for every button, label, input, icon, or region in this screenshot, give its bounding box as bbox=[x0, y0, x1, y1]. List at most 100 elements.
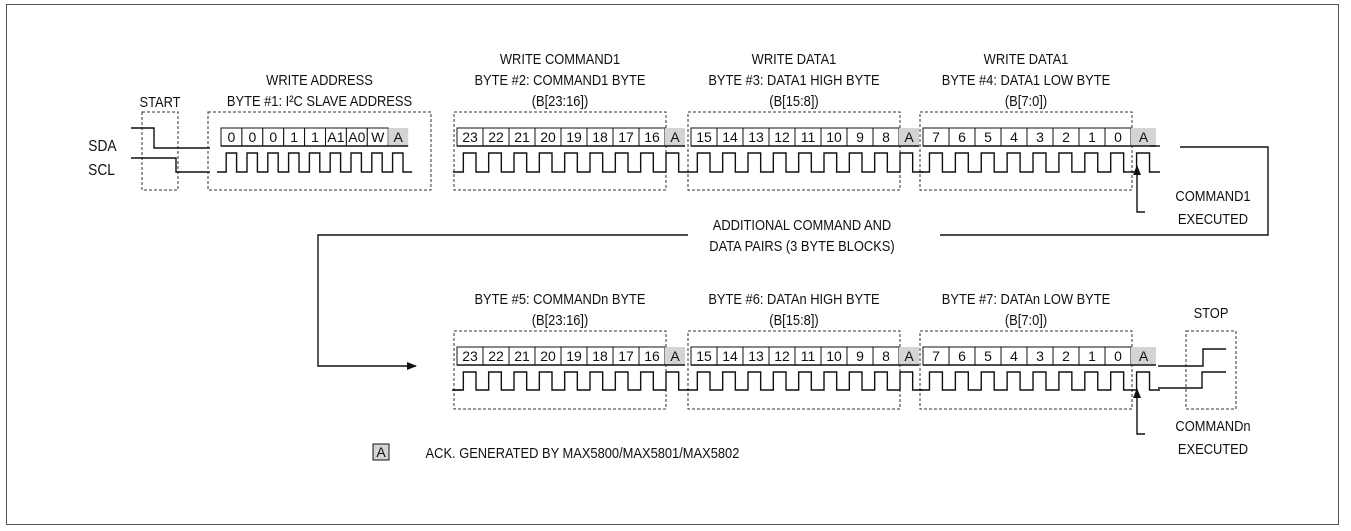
ack-cell bbox=[665, 347, 685, 365]
start-label: START bbox=[140, 93, 181, 110]
ack-cell bbox=[388, 128, 409, 146]
byte-box bbox=[919, 330, 1133, 410]
ack-label: A bbox=[670, 129, 680, 145]
scl-waveform bbox=[919, 371, 1160, 391]
bit-label: 17 bbox=[618, 348, 634, 364]
scl-waveform bbox=[687, 152, 923, 173]
byte-title-line: BYTE #6: DATAn HIGH BYTE bbox=[708, 290, 879, 307]
bit-label: 20 bbox=[540, 348, 556, 364]
scl-waveform bbox=[453, 371, 689, 391]
byte-title-line: WRITE ADDRESS bbox=[266, 71, 373, 88]
bit-label: A1 bbox=[327, 129, 344, 145]
bit-label: 12 bbox=[774, 348, 790, 364]
bit-label: 5 bbox=[984, 348, 992, 364]
byte-title-line: (B[7:0]) bbox=[1005, 92, 1047, 109]
bit-label: 18 bbox=[592, 129, 608, 145]
command1-executed-marker: COMMAND1 EXECUTED bbox=[1133, 165, 1251, 227]
continuation-line2: DATA PAIRS (3 BYTE BLOCKS) bbox=[709, 237, 894, 254]
bit-label: A0 bbox=[348, 129, 365, 145]
diagram-frame bbox=[6, 4, 1339, 525]
bit-label: 11 bbox=[801, 129, 816, 145]
bit-label: 15 bbox=[696, 348, 712, 364]
byte-title-line: BYTE #7: DATAn LOW BYTE bbox=[942, 290, 1110, 307]
bit-label: 17 bbox=[618, 129, 634, 145]
bit-label: 4 bbox=[1010, 129, 1018, 145]
bit-label: 14 bbox=[722, 348, 738, 364]
bit-label: 9 bbox=[856, 348, 864, 364]
legend-symbol: A bbox=[376, 444, 386, 460]
bit-label: 0 bbox=[228, 129, 236, 145]
byte-box bbox=[687, 111, 901, 191]
bit-label: 5 bbox=[984, 129, 992, 145]
sda-label: SDA bbox=[88, 137, 116, 155]
bit-label: 8 bbox=[882, 129, 890, 145]
bit-label: 1 bbox=[1088, 348, 1096, 364]
row2-byte-2: BYTE #6: DATAn HIGH BYTE (B[15:8]) 15 14 13 1… bbox=[687, 290, 923, 410]
bit-label: 1 bbox=[311, 129, 319, 145]
continuation-line1: ADDITIONAL COMMAND AND bbox=[713, 216, 891, 233]
bit-label: 22 bbox=[488, 129, 504, 145]
byte-box bbox=[919, 111, 1133, 191]
stop-condition: STOP bbox=[1158, 304, 1237, 410]
ack-label: A bbox=[904, 348, 914, 364]
bit-label: 0 bbox=[269, 129, 277, 145]
bit-label: 0 bbox=[248, 129, 256, 145]
bit-label: 20 bbox=[540, 129, 556, 145]
byte-title-line: BYTE #3: DATA1 HIGH BYTE bbox=[708, 71, 879, 88]
bit-label: 8 bbox=[882, 348, 890, 364]
byte-title-line: (B[7:0]) bbox=[1005, 311, 1047, 328]
bit-label: 3 bbox=[1036, 348, 1044, 364]
command1-executed-line1: COMMAND1 bbox=[1175, 187, 1250, 204]
byte-title-line: (B[23:16]) bbox=[532, 311, 589, 328]
commandn-executed-marker: COMMANDn EXECUTED bbox=[1133, 388, 1251, 457]
byte-title-line: WRITE COMMAND1 bbox=[500, 50, 620, 67]
byte-box bbox=[207, 111, 432, 191]
bit-label: 6 bbox=[958, 348, 966, 364]
bit-label: 12 bbox=[774, 129, 790, 145]
byte-title-line: (B[15:8]) bbox=[769, 311, 818, 328]
byte-title-line: BYTE #2: COMMAND1 BYTE bbox=[474, 71, 645, 88]
bit-label: 2 bbox=[1062, 129, 1070, 145]
bit-label: 2 bbox=[1062, 348, 1070, 364]
byte-box bbox=[453, 330, 667, 410]
bit-label: 23 bbox=[462, 129, 478, 145]
continuation-connector: ADDITIONAL COMMAND AND DATA PAIRS (3 BYT… bbox=[317, 146, 1269, 370]
bit-label: 3 bbox=[1036, 129, 1044, 145]
stop-label: STOP bbox=[1194, 304, 1229, 321]
ack-label: A bbox=[1139, 129, 1149, 145]
bit-label: 7 bbox=[932, 348, 940, 364]
scl-waveform bbox=[453, 152, 689, 173]
bit-label: 0 bbox=[1114, 129, 1122, 145]
bit-label: 13 bbox=[748, 348, 764, 364]
bit-label: 11 bbox=[801, 348, 816, 364]
bit-label: 13 bbox=[748, 129, 764, 145]
bit-label: 10 bbox=[826, 348, 842, 364]
byte-title-line: WRITE DATA1 bbox=[752, 50, 837, 67]
legend-text: ACK. GENERATED BY MAX5800/MAX5801/MAX580… bbox=[426, 444, 740, 461]
bit-label: 1 bbox=[1088, 129, 1096, 145]
byte-title-line: (B[15:8]) bbox=[769, 92, 818, 109]
ack-label: A bbox=[394, 129, 404, 145]
scl-waveform bbox=[687, 371, 923, 391]
byte-title-line: WRITE DATA1 bbox=[984, 50, 1069, 67]
byte-title-line: BYTE #5: COMMANDn BYTE bbox=[474, 290, 645, 307]
legend: A ACK. GENERATED BY MAX5800/MAX5801/MAX5… bbox=[372, 443, 740, 461]
ack-cell bbox=[665, 128, 685, 146]
bit-label: 7 bbox=[932, 129, 940, 145]
bit-label: 1 bbox=[290, 129, 298, 145]
bit-label: 21 bbox=[514, 348, 530, 364]
bit-label: W bbox=[371, 129, 385, 145]
bit-label: 4 bbox=[1010, 348, 1018, 364]
byte-title-line: (B[23:16]) bbox=[532, 92, 589, 109]
commandn-executed-line2: EXECUTED bbox=[1178, 440, 1248, 457]
ack-cell bbox=[899, 128, 919, 146]
ack-cell bbox=[899, 347, 919, 365]
start-condition: START bbox=[131, 93, 210, 191]
